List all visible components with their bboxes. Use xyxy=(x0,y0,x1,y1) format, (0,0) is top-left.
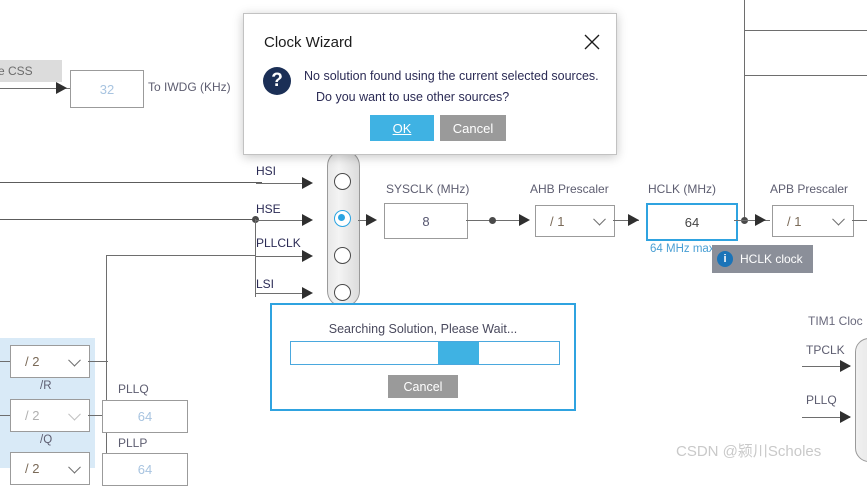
lsi-arrow-line xyxy=(256,293,308,294)
cancel-button[interactable]: Cancel xyxy=(440,115,506,141)
pll-q-divider-select[interactable]: / 2 xyxy=(10,399,90,432)
tim1-input-tpclk-label: TPCLK xyxy=(806,343,845,357)
chevron-down-icon xyxy=(68,353,81,367)
pll-r-output-line xyxy=(88,361,108,362)
hclk-max-note: 64 MHz max xyxy=(650,243,715,255)
apb-output-line xyxy=(852,220,867,221)
ahb-to-hclk-line xyxy=(613,220,639,221)
right-branch-lower xyxy=(744,75,867,76)
sysclk-junction-dot xyxy=(489,217,496,224)
hclk-to-apb-line xyxy=(734,220,770,221)
pll-q-output-line xyxy=(88,415,102,416)
close-icon[interactable] xyxy=(582,32,602,52)
pllclk-arrow xyxy=(302,250,313,262)
ok-button[interactable]: OK xyxy=(370,115,434,141)
mux-radio-lsi[interactable] xyxy=(334,284,351,301)
tpclk-line xyxy=(802,366,850,367)
iwdg-input-arrow xyxy=(56,82,67,94)
mux-output-arrow xyxy=(366,214,377,226)
pll-r-divider-select[interactable]: / 2 xyxy=(10,345,90,378)
pll-q-input-line xyxy=(0,415,10,416)
mux-source-hsi-label: HSI xyxy=(256,164,277,178)
hse-line xyxy=(0,219,256,221)
sysclk-to-ahb-line xyxy=(466,220,528,221)
pllq-arrow xyxy=(840,411,851,423)
pll-p-divider-select[interactable]: / 2 xyxy=(10,452,90,485)
pllp-label: PLLP xyxy=(118,436,148,450)
right-trunk-vertical xyxy=(744,0,745,220)
pll-r-input-line xyxy=(0,361,10,362)
mux-output-line xyxy=(358,220,370,221)
tpclk-arrow xyxy=(840,360,851,372)
apb-prescaler-label: APB Prescaler xyxy=(770,182,849,196)
cancel-button-label: Cancel xyxy=(452,120,494,136)
pllq-line xyxy=(802,417,850,418)
mux-source-pllclk-label: PLLCLK xyxy=(256,236,301,250)
mux-radio-pllclk[interactable] xyxy=(334,247,351,264)
clock-wizard-title: Clock Wizard xyxy=(264,34,353,51)
pllp-value[interactable]: 64 xyxy=(102,453,188,486)
hsi-line xyxy=(0,182,262,184)
hclk-tooltip: i HCLK clock xyxy=(712,245,813,273)
sysclk-source-mux[interactable] xyxy=(327,150,360,307)
pll-p-divider-value: / 2 xyxy=(25,461,40,476)
tim1-clock-mux[interactable] xyxy=(855,338,867,462)
clock-wizard-message: No solution found using the current sele… xyxy=(304,66,599,108)
ahb-prescaler-select[interactable]: / 1 xyxy=(535,205,615,237)
mux-radio-hsi[interactable] xyxy=(334,173,351,190)
apb-input-arrow xyxy=(755,214,766,226)
message-line-1: No solution found using the current sele… xyxy=(304,69,599,83)
sysclk-label: SYSCLK (MHz) xyxy=(386,182,470,196)
pllq-value[interactable]: 64 xyxy=(102,400,188,433)
iwdg-label: To IWDG (KHz) xyxy=(148,80,231,94)
pll-q-divider-value: / 2 xyxy=(25,408,40,423)
apb-prescaler-value: / 1 xyxy=(787,213,802,229)
chevron-down-icon xyxy=(68,407,81,421)
hclk-input-arrow xyxy=(628,214,639,226)
chevron-down-icon xyxy=(832,212,845,226)
chevron-down-icon xyxy=(68,460,81,474)
clock-wizard-dialog: Clock Wizard ? No solution found using t… xyxy=(243,13,617,155)
pllclk-feedback-line xyxy=(106,255,256,256)
message-line-2: Do you want to use other sources? xyxy=(316,90,510,104)
css-to-iwdg-line xyxy=(0,88,70,89)
iwdg-value[interactable]: 32 xyxy=(70,70,144,108)
mux-source-lsi-label: LSI xyxy=(256,277,275,291)
hclk-value[interactable]: 64 xyxy=(646,203,738,241)
ahb-prescaler-value: / 1 xyxy=(550,213,565,229)
ahb-prescaler-label: AHB Prescaler xyxy=(530,182,609,196)
pll-r-divider-value: / 2 xyxy=(25,354,40,369)
pll-q-label: /Q xyxy=(40,434,53,446)
info-icon: i xyxy=(717,251,733,267)
searching-cancel-button[interactable]: Cancel xyxy=(388,375,458,398)
searching-progress-bar xyxy=(290,341,560,365)
tim1-input-pllq-label: PLLQ xyxy=(806,393,837,407)
tim1-clock-label: TIM1 Cloc xyxy=(808,314,863,328)
pllclk-arrow-line xyxy=(256,256,308,257)
hsi-arrow-line xyxy=(256,183,308,184)
chevron-down-icon xyxy=(593,212,606,226)
tooltip-text: HCLK clock xyxy=(740,252,803,266)
css-tag: e CSS xyxy=(0,60,62,82)
mux-radio-hse[interactable] xyxy=(334,210,351,227)
progress-chunk xyxy=(438,342,479,364)
searching-title: Searching Solution, Please Wait... xyxy=(328,322,518,336)
hclk-label: HCLK (MHz) xyxy=(648,182,716,196)
question-icon: ? xyxy=(263,67,291,95)
sysclk-value[interactable]: 8 xyxy=(384,203,468,239)
pllq-label: PLLQ xyxy=(118,382,149,396)
lsi-arrow xyxy=(302,287,313,299)
right-branch-upper xyxy=(744,30,867,31)
ok-button-label: OK xyxy=(392,120,412,136)
hse-branch-vertical xyxy=(255,219,256,297)
ahb-input-arrow xyxy=(519,214,530,226)
hse-arrow xyxy=(302,214,313,226)
apb-prescaler-select[interactable]: / 1 xyxy=(772,205,854,237)
watermark: CSDN @颍川Scholes xyxy=(676,443,822,460)
pll-r-label: /R xyxy=(40,380,52,392)
hse-arrow-line xyxy=(256,220,308,221)
searching-solution-dialog: Searching Solution, Please Wait... Cance… xyxy=(270,303,576,411)
hsi-arrow xyxy=(302,177,313,189)
mux-source-hse-label: HSE xyxy=(256,202,281,216)
